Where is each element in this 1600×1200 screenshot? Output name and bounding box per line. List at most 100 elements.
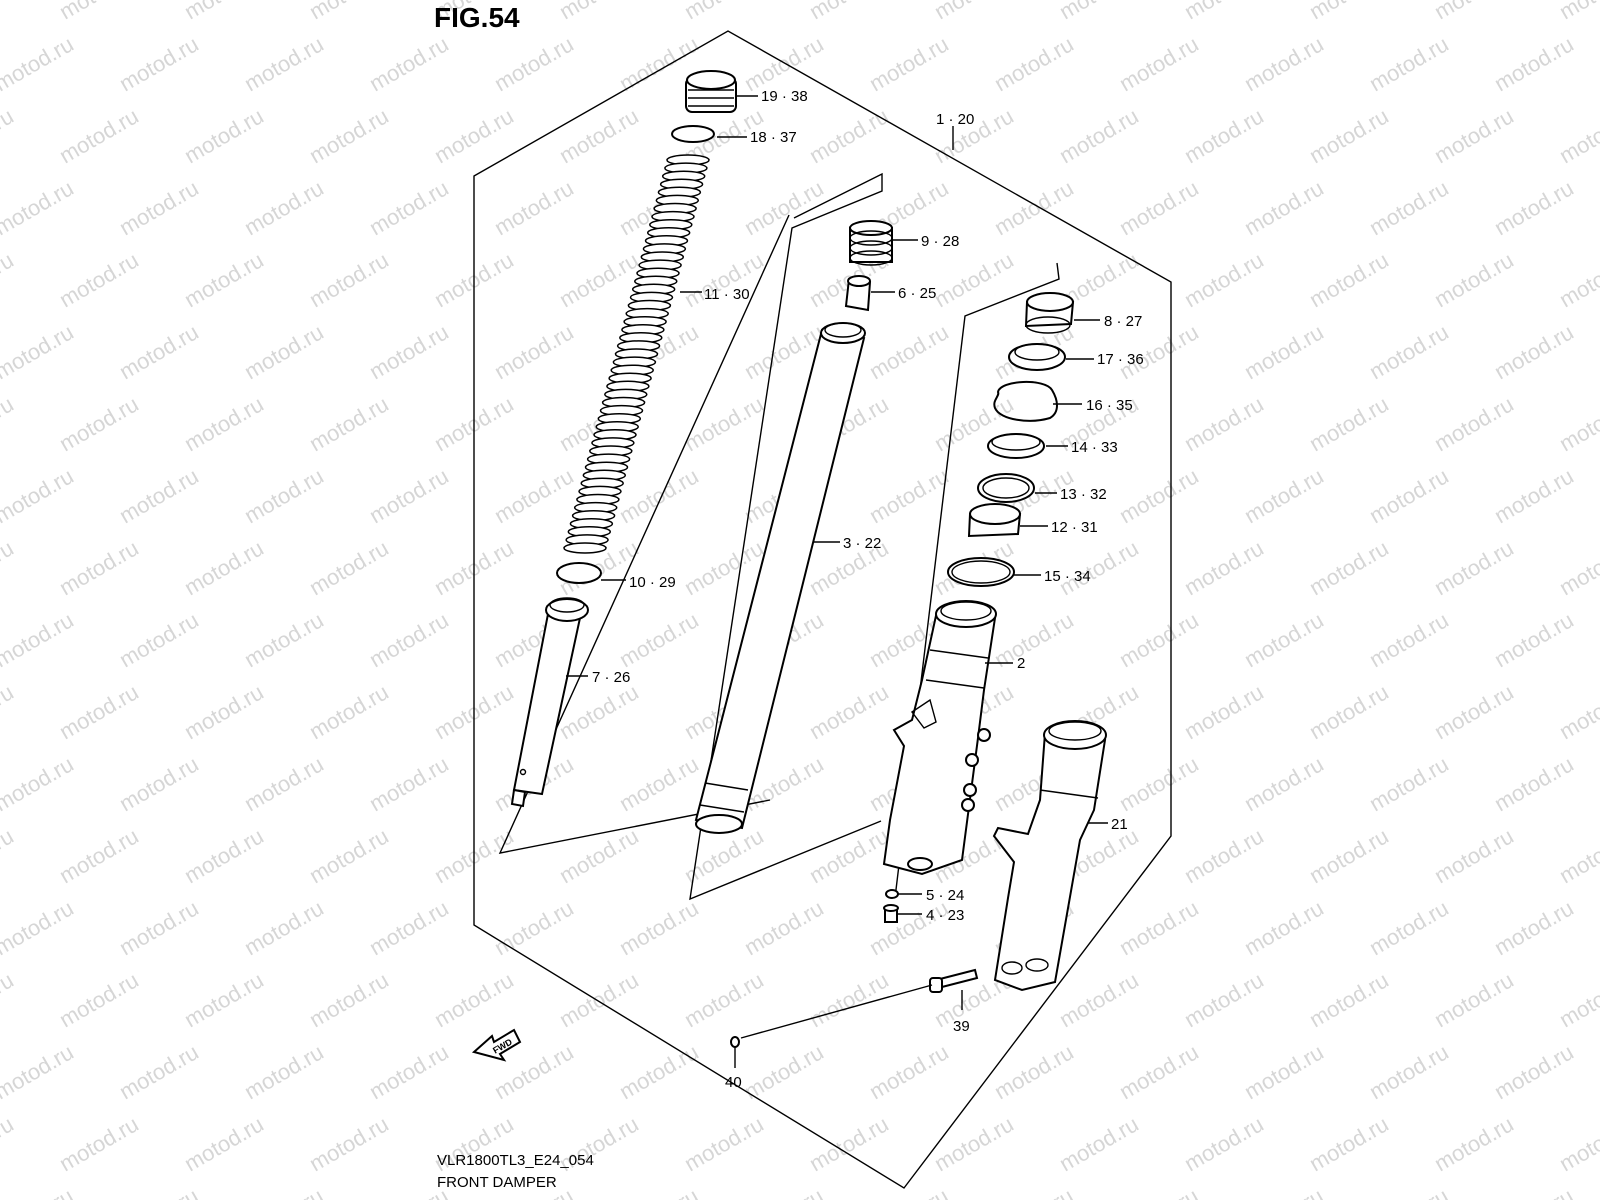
watermark-text: motod.ru bbox=[990, 31, 1078, 96]
watermark-text: motod.ru bbox=[865, 319, 953, 384]
watermark-text: motod.ru bbox=[1555, 679, 1600, 744]
callout-3-22: 3 · 22 bbox=[843, 535, 881, 552]
callout-11-30: 11 · 30 bbox=[704, 286, 750, 303]
watermark-text: motod.ru bbox=[930, 247, 1018, 312]
callout-12-31: 12 · 31 bbox=[1051, 519, 1098, 536]
watermark-text: motod.ru bbox=[0, 103, 18, 168]
callout-9-28: 9 · 28 bbox=[921, 233, 959, 250]
watermark-text: motod.ru bbox=[865, 463, 953, 528]
watermark-text: motod.ru bbox=[55, 535, 143, 600]
callout-6-25: 6 · 25 bbox=[898, 285, 936, 302]
watermark-text: motod.ru bbox=[1180, 247, 1268, 312]
watermark-text: motod.ru bbox=[115, 463, 203, 528]
watermark-text: motod.ru bbox=[1240, 751, 1328, 816]
outer-tube-left bbox=[882, 600, 997, 876]
watermark-text: motod.ru bbox=[1115, 1183, 1203, 1200]
inner-tube bbox=[694, 322, 866, 834]
callout-19-38: 19 · 38 bbox=[761, 88, 808, 105]
watermark-text: motod.ru bbox=[365, 1039, 453, 1104]
watermark-text: motod.ru bbox=[1490, 175, 1578, 240]
watermark-text: motod.ru bbox=[1240, 1183, 1328, 1200]
watermark-text: motod.ru bbox=[240, 751, 328, 816]
watermark-text: motod.ru bbox=[180, 967, 268, 1032]
watermark-text: motod.ru bbox=[1430, 0, 1518, 24]
fwd-arrow-icon: FWD bbox=[471, 1028, 522, 1062]
watermark-text: motod.ru bbox=[555, 247, 643, 312]
watermark-text: motod.ru bbox=[1555, 0, 1600, 24]
watermark-text: motod.ru bbox=[680, 391, 768, 456]
callouts: 19 · 38 18 · 37 1 · 20 9 · 28 11 · 30 6 … bbox=[592, 88, 1144, 1091]
watermark-text: motod.ru bbox=[990, 1183, 1078, 1200]
watermark-text: motod.ru bbox=[615, 751, 703, 816]
drain-washer bbox=[885, 889, 899, 899]
watermark-text: motod.ru bbox=[1115, 1039, 1203, 1104]
watermark-text: motod.ru bbox=[555, 0, 643, 24]
watermark-text: motod.ru bbox=[365, 175, 453, 240]
callout-16-35: 16 · 35 bbox=[1086, 397, 1133, 414]
watermark-text: motod.ru bbox=[365, 751, 453, 816]
callout-10-29: 10 · 29 bbox=[629, 574, 676, 591]
watermark-text: motod.ru bbox=[180, 103, 268, 168]
small-ring bbox=[730, 1036, 740, 1048]
watermark-text: motod.ru bbox=[305, 535, 393, 600]
callout-14-33: 14 · 33 bbox=[1071, 439, 1118, 456]
watermark-text: motod.ru bbox=[0, 967, 18, 1032]
leader-lines bbox=[566, 95, 1108, 1068]
watermark-text: motod.ru bbox=[1180, 823, 1268, 888]
watermark-text: motod.ru bbox=[1490, 1183, 1578, 1200]
watermark-text: motod.ru bbox=[1490, 31, 1578, 96]
watermark-text: motod.ru bbox=[1240, 319, 1328, 384]
callout-5-24: 5 · 24 bbox=[926, 887, 964, 904]
watermark-text: motod.ru bbox=[555, 679, 643, 744]
figure-code: VLR1800TL3_E24_054 bbox=[437, 1152, 594, 1169]
watermark-text: motod.ru bbox=[55, 103, 143, 168]
watermark-text: motod.ru bbox=[365, 463, 453, 528]
watermark-text: motod.ru bbox=[240, 463, 328, 528]
figure-title: FIG.54 bbox=[434, 2, 520, 33]
watermark-text: motod.ru bbox=[305, 0, 393, 24]
watermark-text: motod.ru bbox=[615, 1183, 703, 1200]
watermark-text: motod.ru bbox=[805, 0, 893, 24]
assembly-outline bbox=[473, 30, 1172, 1189]
watermark-text: motod.ru bbox=[0, 607, 78, 672]
watermark-text: motod.ru bbox=[115, 1039, 203, 1104]
circlip bbox=[947, 557, 1015, 587]
watermark-text: motod.ru bbox=[1430, 823, 1518, 888]
watermark-text: motod.ru bbox=[865, 1183, 953, 1200]
slide-bushing bbox=[1024, 292, 1075, 334]
watermark-text: motod.ru bbox=[865, 31, 953, 96]
callout-7-26: 7 · 26 bbox=[592, 669, 630, 686]
watermark-text: motod.ru bbox=[1490, 319, 1578, 384]
watermark-text: motod.ru bbox=[365, 31, 453, 96]
callout-39: 39 bbox=[953, 1018, 970, 1035]
watermark-text: motod.ru bbox=[1365, 607, 1453, 672]
watermark-text: motod.ru bbox=[115, 895, 203, 960]
oil-lock-piece bbox=[844, 275, 872, 312]
watermark-text: motod.ru bbox=[1240, 175, 1328, 240]
watermark-text: motod.ru bbox=[1365, 895, 1453, 960]
callout-4-23: 4 · 23 bbox=[926, 907, 964, 924]
watermark-text: motod.ru bbox=[305, 103, 393, 168]
watermark-text: motod.ru bbox=[1305, 823, 1393, 888]
watermark-text: motod.ru bbox=[740, 31, 828, 96]
watermark-text: motod.ru bbox=[740, 1039, 828, 1104]
watermark-text: motod.ru bbox=[1115, 463, 1203, 528]
watermark-text: motod.ru bbox=[1365, 175, 1453, 240]
callout-2: 2 bbox=[1017, 655, 1025, 672]
watermark-text: motod.ru bbox=[180, 0, 268, 24]
watermark-text: motod.ru bbox=[805, 823, 893, 888]
watermark-text: motod.ru bbox=[1430, 103, 1518, 168]
watermark-text: motod.ru bbox=[680, 967, 768, 1032]
subgroup-outline-right bbox=[894, 262, 1060, 899]
spring-coil bbox=[563, 542, 607, 554]
watermark-text: motod.ru bbox=[1430, 679, 1518, 744]
cap-o-ring bbox=[671, 125, 715, 143]
watermark-text: motod.ru bbox=[490, 319, 578, 384]
watermark-text: motod.ru bbox=[805, 1111, 893, 1176]
callout-15-34: 15 · 34 bbox=[1044, 568, 1091, 585]
watermark-text: motod.ru bbox=[305, 823, 393, 888]
watermark-text: motod.ru bbox=[1430, 247, 1518, 312]
watermark-text: motod.ru bbox=[490, 463, 578, 528]
callout-18-37: 18 · 37 bbox=[750, 129, 797, 146]
watermark-text: motod.ru bbox=[305, 967, 393, 1032]
